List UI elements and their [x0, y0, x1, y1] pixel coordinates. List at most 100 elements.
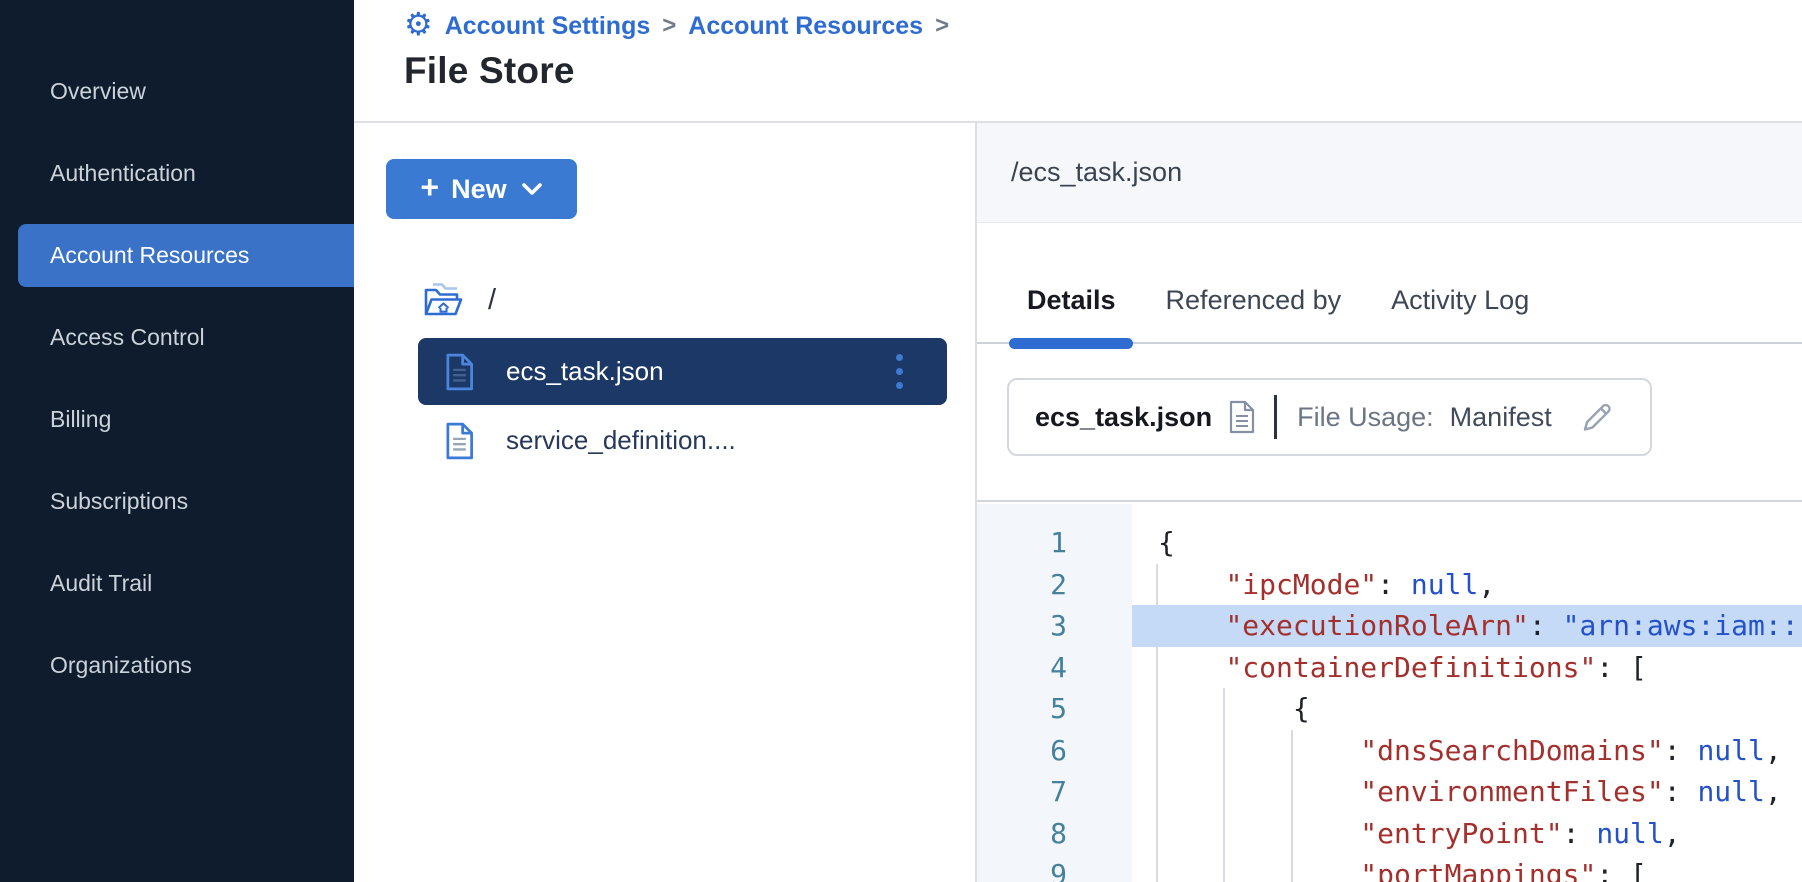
- line-number: 7: [1050, 775, 1067, 808]
- sidebar-item-label: Audit Trail: [50, 570, 153, 596]
- line-number: 6: [1050, 733, 1067, 767]
- token-atom: null: [1697, 733, 1765, 767]
- code-text: "entryPoint": null,: [1132, 812, 1802, 854]
- token-atom: null: [1596, 816, 1664, 850]
- edit-usage-button[interactable]: [1580, 400, 1614, 434]
- details-tabs-bar: Details Referenced by Activity Log: [977, 223, 1802, 349]
- file-path: /ecs_task.json: [1011, 157, 1183, 187]
- details-tabs: Details Referenced by Activity Log: [1009, 285, 1530, 349]
- file-row-service-definition[interactable]: service_definition....: [418, 407, 947, 474]
- token-punct: :: [1528, 609, 1563, 642]
- indent-guide: [1290, 854, 1293, 882]
- line-number: 8: [1050, 816, 1067, 850]
- token-punct: ,: [1764, 733, 1782, 767]
- token-ws: [1158, 775, 1360, 808]
- token-ws: [1158, 651, 1225, 684]
- token-ws: [1158, 609, 1225, 642]
- root-folder-row[interactable]: /: [422, 281, 496, 319]
- token-key: "entryPoint": [1360, 816, 1563, 850]
- file-icon: [446, 353, 473, 390]
- page-title: File Store: [404, 50, 575, 91]
- token-ws: [1158, 692, 1293, 725]
- code-text: {: [1132, 522, 1802, 564]
- token-str: "arn:aws:iam::: [1562, 609, 1799, 642]
- root-path-label: /: [488, 283, 497, 316]
- code-line-list: 1 {2 "ipcMode": null, 3 "executionRoleArn"…: [977, 522, 1802, 882]
- breadcrumb-separator: >: [935, 12, 950, 39]
- line-number: 4: [1050, 650, 1067, 684]
- token-ws: [1158, 734, 1360, 767]
- sidebar-item-label: Overview: [50, 78, 146, 104]
- code-line: 7 "environmentFiles": null,: [977, 771, 1802, 813]
- breadcrumb-separator: >: [662, 12, 677, 39]
- token-key: "containerDefinitions": [1225, 650, 1597, 684]
- indent-guide: [1156, 688, 1158, 730]
- indent-guide: [1290, 729, 1293, 771]
- file-row-ecs-task-json[interactable]: ecs_task.json: [418, 338, 947, 405]
- line-number: 2: [1050, 567, 1067, 601]
- tab-details[interactable]: Details: [1009, 285, 1133, 349]
- sidebar-item-organizations[interactable]: Organizations: [0, 634, 354, 697]
- breadcrumb-link-account-resources[interactable]: Account Resources: [688, 11, 924, 40]
- token-punct: ,: [1478, 567, 1496, 601]
- token-ws: [1158, 568, 1225, 601]
- sidebar-item-authentication[interactable]: Authentication: [0, 142, 354, 205]
- token-punct: :: [1663, 733, 1698, 767]
- token-key: "ipcMode": [1225, 567, 1378, 601]
- code-line: 4 "containerDefinitions": [: [977, 646, 1802, 688]
- code-text: "executionRoleArn": "arn:aws:iam::: [1132, 605, 1802, 647]
- indent-guide: [1290, 812, 1293, 854]
- divider: [1274, 395, 1278, 439]
- file-info-name: ecs_task.json: [1035, 401, 1213, 432]
- code-text: "containerDefinitions": [: [1132, 646, 1802, 688]
- tab-referenced-by[interactable]: Referenced by: [1165, 285, 1342, 315]
- code-viewer[interactable]: 1 {2 "ipcMode": null, 3 "executionRoleArn"…: [977, 500, 1802, 882]
- pencil-icon: [1583, 403, 1611, 431]
- token-punct: : [: [1596, 650, 1647, 684]
- token-punct: :: [1663, 775, 1698, 808]
- code-line: 2 "ipcMode": null,: [977, 563, 1802, 605]
- sidebar-item-overview[interactable]: Overview: [0, 60, 354, 123]
- file-info-card: ecs_task.json File Usage: Manifest: [1007, 378, 1652, 456]
- token-key: "environmentFiles": [1360, 775, 1664, 808]
- line-number: 5: [1050, 692, 1067, 725]
- sidebar-item-label: Account Resources: [50, 242, 250, 268]
- token-punct: {: [1158, 526, 1175, 559]
- token-punct: :: [1377, 567, 1411, 601]
- kebab-menu-icon[interactable]: [892, 350, 907, 393]
- line-number: 3: [1050, 609, 1067, 642]
- indent-guide: [1156, 563, 1158, 605]
- token-key: "portMappings": [1360, 858, 1597, 882]
- sidebar-item-label: Access Control: [50, 324, 205, 350]
- line-number: 1: [1050, 526, 1067, 559]
- indent-guide: [1223, 854, 1226, 882]
- token-key: "executionRoleArn": [1225, 609, 1529, 642]
- sidebar-item-billing[interactable]: Billing: [0, 388, 354, 451]
- sidebar-item-access-control[interactable]: Access Control: [0, 306, 354, 369]
- file-browser-panel: + New / ecs_task.json service_definition…: [354, 123, 977, 882]
- token-atom: null: [1410, 567, 1479, 601]
- file-details-panel: /ecs_task.json Details Referenced by Activ…: [977, 123, 1802, 882]
- indent-guide: [1223, 729, 1226, 771]
- code-line: 5 {: [977, 688, 1802, 730]
- file-icon: [446, 422, 473, 459]
- new-button[interactable]: + New: [386, 159, 577, 219]
- code-text: {: [1132, 688, 1802, 730]
- token-atom: null: [1697, 775, 1765, 808]
- file-path-bar: /ecs_task.json: [977, 123, 1802, 223]
- sidebar-item-account-resources[interactable]: Account Resources: [18, 224, 354, 287]
- sidebar-item-label: Organizations: [50, 652, 192, 678]
- file-name: ecs_task.json: [506, 356, 664, 386]
- breadcrumb-link-account-settings[interactable]: Account Settings: [444, 11, 651, 40]
- indent-guide: [1290, 771, 1293, 813]
- indent-guide: [1223, 812, 1226, 854]
- code-text: "ipcMode": null,: [1132, 563, 1802, 605]
- sidebar-item-audit-trail[interactable]: Audit Trail: [0, 552, 354, 615]
- code-line: 9 "portMappings": [: [977, 854, 1802, 882]
- token-punct: {: [1292, 692, 1310, 725]
- tab-activity-log[interactable]: Activity Log: [1391, 285, 1530, 315]
- indent-guide: [1223, 688, 1226, 730]
- chevron-down-icon: [521, 183, 542, 195]
- sidebar-item-subscriptions[interactable]: Subscriptions: [0, 470, 354, 533]
